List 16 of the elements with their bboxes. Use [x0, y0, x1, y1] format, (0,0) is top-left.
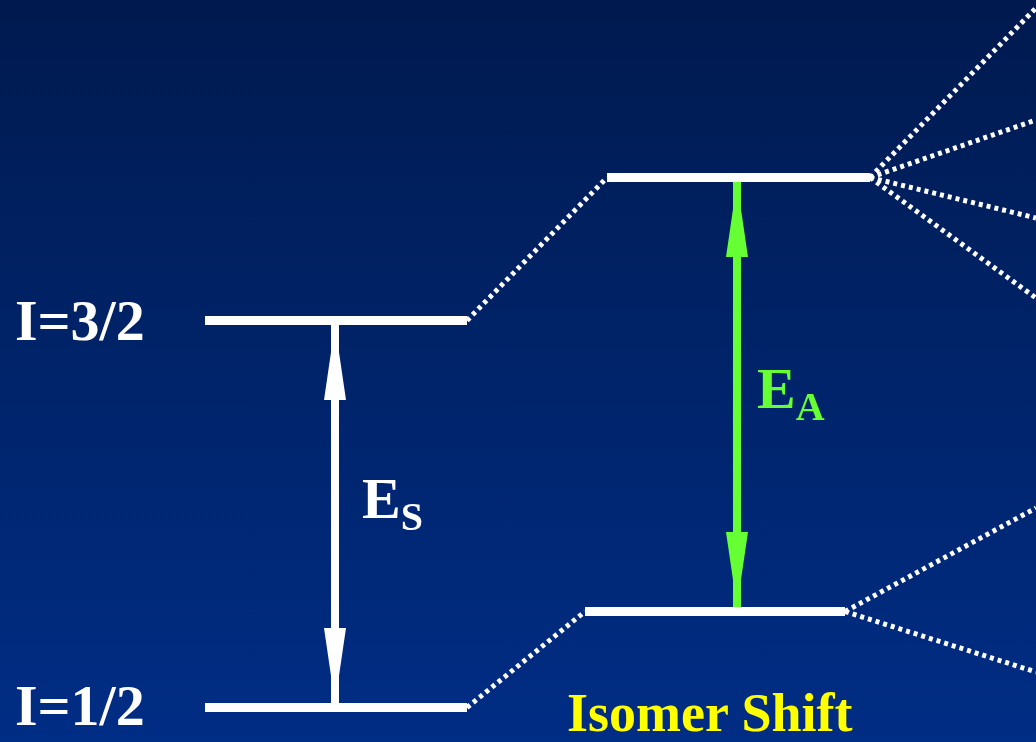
dotted-connector	[869, 117, 1036, 180]
caption-text: Isomer Shift	[567, 686, 853, 740]
spin-label: I=1/2	[15, 677, 145, 735]
energy-level-bar	[585, 607, 845, 616]
dotted-connector	[843, 505, 1036, 614]
energy-level-bar	[205, 316, 467, 325]
dotted-connector	[844, 609, 1036, 675]
dotted-connector	[869, 175, 1036, 221]
spin-label: I=3/2	[15, 292, 145, 350]
energy-label: E$_{S}$	[362, 470, 423, 537]
energy-label: E$_{A}$	[757, 360, 825, 427]
energy-level-bar	[607, 173, 870, 182]
double-headed-arrow	[726, 182, 748, 607]
double-headed-arrow	[324, 325, 346, 703]
energy-level-bar	[205, 703, 467, 712]
dotted-connector	[868, 175, 1036, 301]
